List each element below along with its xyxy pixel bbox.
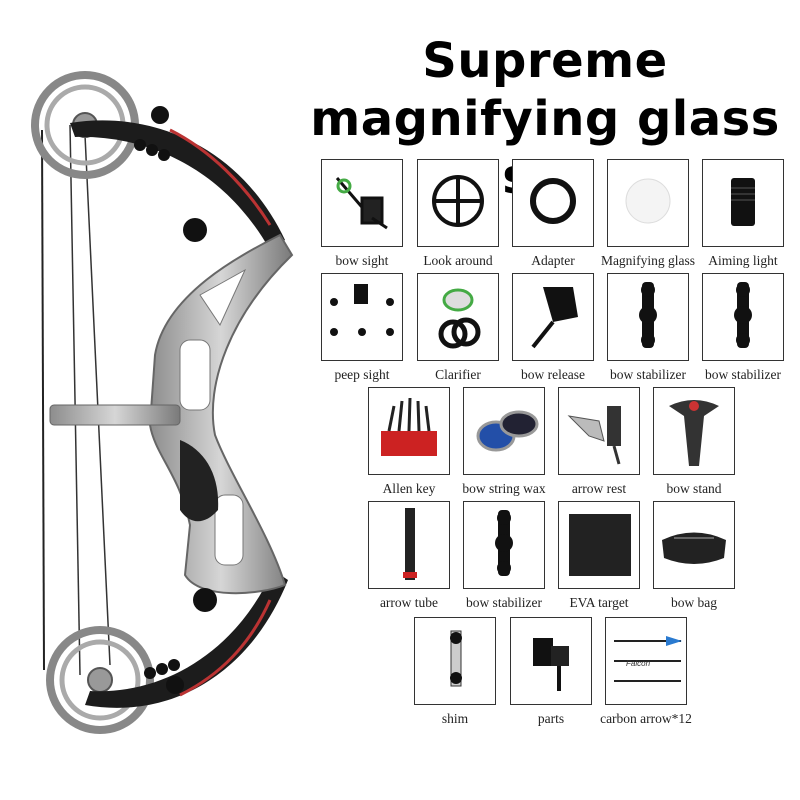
product-label: EVA target xyxy=(569,595,629,610)
product-tile xyxy=(417,273,499,361)
bow-stabilizer-icon xyxy=(608,274,688,360)
peep-sight-icon xyxy=(322,274,402,360)
bow-stabilizer-icon xyxy=(464,502,544,588)
product-tile xyxy=(321,273,403,361)
product-tile: Falcon xyxy=(605,617,687,705)
product-tile xyxy=(510,617,592,705)
bow-release-icon xyxy=(513,274,593,360)
product-tile xyxy=(417,159,499,247)
product-label: carbon arrow*12 xyxy=(600,711,692,726)
svg-text:Falcon: Falcon xyxy=(626,659,651,668)
product-label: bow stabilizer xyxy=(609,367,687,382)
aiming-light-icon xyxy=(703,160,783,246)
product-label: Clarifier xyxy=(435,367,481,382)
product-label: Magnifying glass xyxy=(600,253,696,268)
product-label: bow string wax xyxy=(462,481,546,496)
parts-icon xyxy=(511,618,591,704)
product-tile xyxy=(607,159,689,247)
product-label: parts xyxy=(537,711,565,726)
product-label: Aiming light xyxy=(708,253,778,268)
product-label: peep sight xyxy=(334,367,390,382)
magnifying-glass-icon xyxy=(608,160,688,246)
product-tile xyxy=(512,273,594,361)
product-label: arrow rest xyxy=(571,481,627,496)
product-tile xyxy=(653,501,735,589)
product-label: shim xyxy=(441,711,469,726)
arrow-rest-icon xyxy=(559,388,639,474)
product-label: bow stand xyxy=(666,481,722,496)
product-tile xyxy=(368,387,450,475)
bow-sight-icon xyxy=(322,160,402,246)
product-label: Adapter xyxy=(531,253,575,268)
bow-stabilizer-icon xyxy=(703,274,783,360)
product-tile xyxy=(607,273,689,361)
product-tile xyxy=(368,501,450,589)
bow-string-wax-icon xyxy=(464,388,544,474)
compound-bow-image xyxy=(31,71,294,734)
bow-stand-icon xyxy=(654,388,734,474)
product-tile xyxy=(414,617,496,705)
product-label: Allen key xyxy=(382,481,436,496)
look-around-icon xyxy=(418,160,498,246)
product-tile xyxy=(512,159,594,247)
product-label: bow stabilizer xyxy=(704,367,782,382)
product-tile xyxy=(653,387,735,475)
product-tile xyxy=(702,159,784,247)
arrow-tube-icon xyxy=(369,502,449,588)
product-label: Look around xyxy=(423,253,493,268)
adapter-icon xyxy=(513,160,593,246)
product-tile xyxy=(702,273,784,361)
bow-bag-icon xyxy=(654,502,734,588)
eva-target-icon xyxy=(559,502,639,588)
product-tile xyxy=(558,387,640,475)
product-label: bow release xyxy=(520,367,586,382)
carbon-arrow-icon: Falcon xyxy=(606,618,686,704)
product-label: arrow tube xyxy=(379,595,439,610)
product-tile xyxy=(463,501,545,589)
clarifier-icon xyxy=(418,274,498,360)
product-tile xyxy=(558,501,640,589)
product-label: bow stabilizer xyxy=(465,595,543,610)
shim-icon xyxy=(415,618,495,704)
allen-key-icon xyxy=(369,388,449,474)
product-title: Supreme magnifying glass set xyxy=(310,33,780,205)
product-tile xyxy=(463,387,545,475)
product-label: bow sight xyxy=(335,253,389,268)
product-label: bow bag xyxy=(670,595,718,610)
product-tile xyxy=(321,159,403,247)
